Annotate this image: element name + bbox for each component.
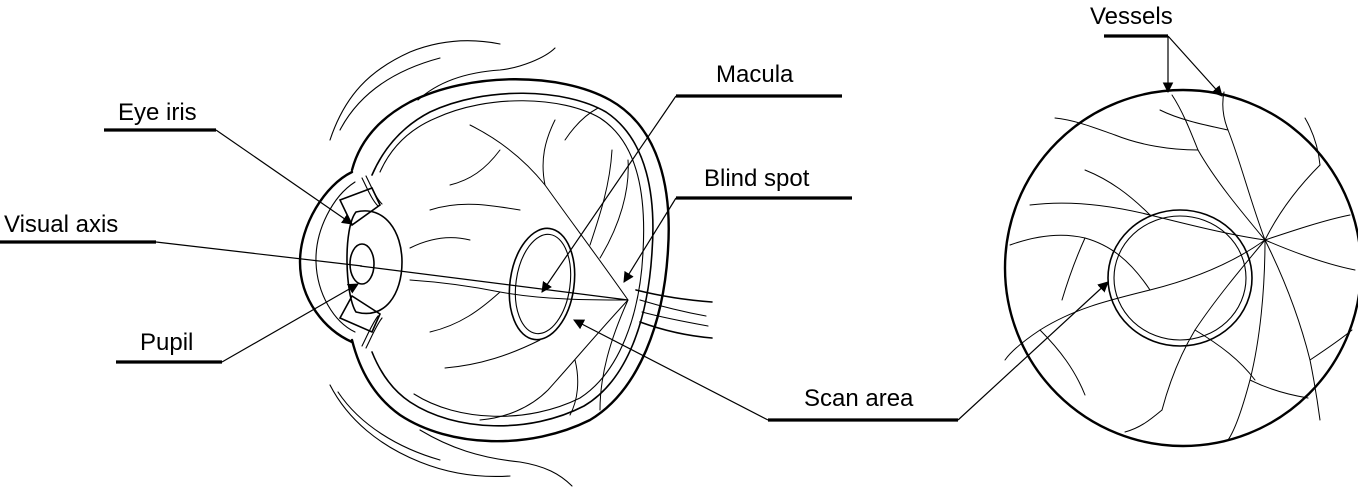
label-vessels: Vessels <box>1090 3 1223 97</box>
macula-ring <box>508 227 576 341</box>
sclera-outline <box>350 78 670 443</box>
scan-area-ring <box>1107 209 1253 347</box>
ciliary-upper <box>361 175 383 207</box>
eye-cross-section <box>298 40 713 487</box>
fundus-vessels <box>1004 91 1356 441</box>
scan-area-label: Scan area <box>804 385 914 412</box>
label-eye-iris: Eye iris <box>104 99 353 225</box>
fundus-view <box>1003 88 1358 448</box>
label-visual-axis: Visual axis <box>0 211 363 267</box>
label-scan-area: Scan area <box>573 281 1109 422</box>
visual-axis-line <box>359 265 629 301</box>
macula-ring-inner <box>514 233 572 335</box>
visual-axis-label: Visual axis <box>4 211 118 238</box>
macula-label: Macula <box>716 61 794 88</box>
choroid-layer <box>379 100 645 417</box>
pupil-label: Pupil <box>140 329 193 356</box>
iris-lower <box>338 294 382 334</box>
visual-axis-leader <box>155 241 363 267</box>
scan-area-ring-inner <box>1113 215 1247 341</box>
macula-leader <box>541 95 677 293</box>
label-blind-spot: Blind spot <box>623 165 852 283</box>
blind-spot-label: Blind spot <box>704 165 810 192</box>
label-pupil: Pupil <box>116 283 359 364</box>
upper-eyelid <box>329 40 501 141</box>
cornea <box>298 170 354 344</box>
upper-eyelid-fold <box>417 47 556 101</box>
ciliary-lower <box>361 315 383 349</box>
scan-area-leader-fundus <box>957 281 1109 421</box>
retina-layer <box>371 92 654 427</box>
label-macula: Macula <box>541 61 842 293</box>
pupil-leader <box>221 283 359 363</box>
vessels-leader-2 <box>1167 35 1223 97</box>
retinal-vessels <box>409 107 629 421</box>
blind-spot-leader <box>623 197 677 283</box>
cornea-inner <box>315 181 356 333</box>
vessels-label: Vessels <box>1090 3 1173 30</box>
eye-iris-leader <box>215 129 353 225</box>
lower-eyelid <box>329 384 511 478</box>
optic-nerve <box>635 289 713 339</box>
optic-nerve-fibers <box>639 299 709 327</box>
lens <box>346 210 403 315</box>
pupil-shape <box>349 243 375 285</box>
fundus-circle <box>1003 88 1358 448</box>
lower-eyelid-fold <box>419 429 573 487</box>
scan-area-leader-eye <box>573 319 769 421</box>
eye-iris-label: Eye iris <box>118 99 197 126</box>
